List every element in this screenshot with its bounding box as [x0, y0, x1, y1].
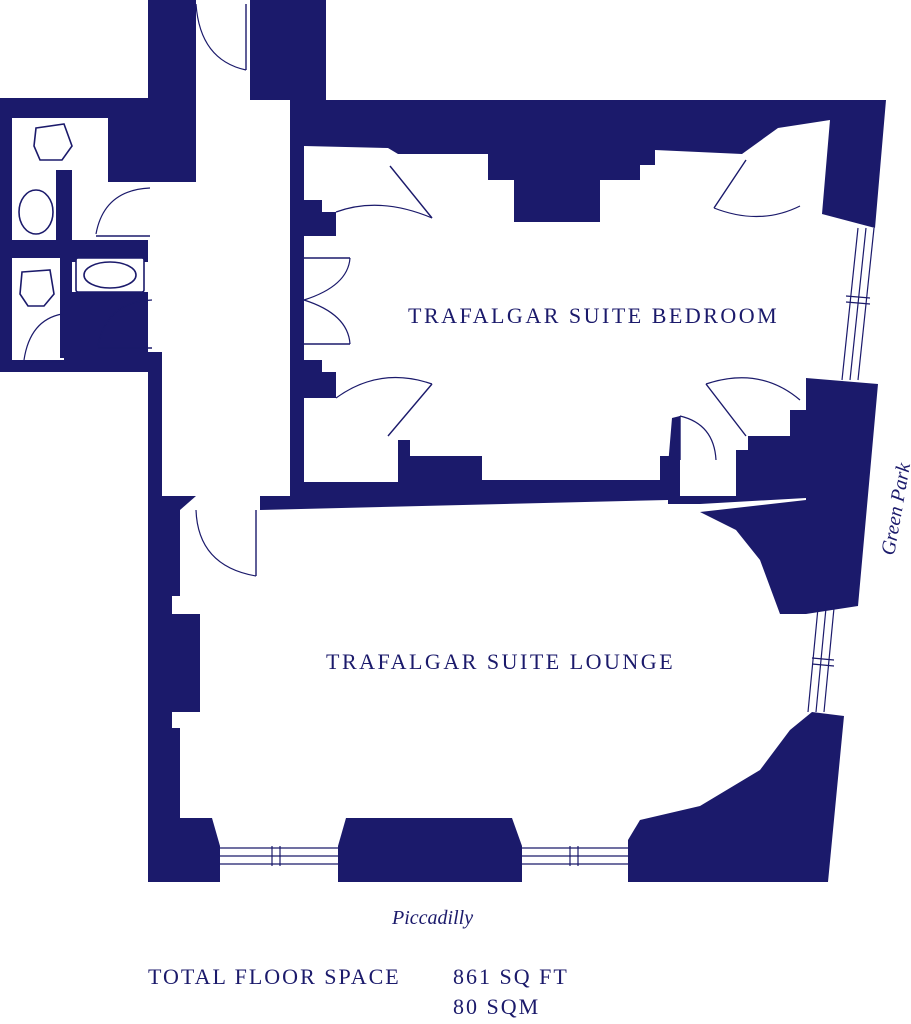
- washroom-divider: [56, 170, 72, 242]
- window-bedroom-mullion-2: [845, 301, 871, 305]
- right-pier-upper: [700, 378, 878, 614]
- washroom-top-wall: [108, 118, 148, 174]
- wardrobe-door-arc-tl: [335, 204, 433, 219]
- bedroom-left-bump-top: [304, 200, 336, 236]
- window-bedroom-2: [849, 227, 867, 381]
- right-pier-lower: [628, 712, 844, 882]
- bedroom-left-bump-bottom: [304, 360, 336, 398]
- wardrobe-door-leaf-bl: [387, 383, 433, 437]
- windows: [220, 227, 875, 866]
- wardrobe-door-arc-br: [705, 377, 801, 401]
- bedroom-bottom-wall: [260, 440, 672, 510]
- washroom-door-arc-1: [95, 187, 151, 235]
- bedroom-label: TRAFALGAR SUITE BEDROOM: [408, 303, 779, 328]
- window-lounge-right-mullion-2: [811, 663, 835, 667]
- bedroom-top-wall: [290, 100, 886, 228]
- corridor-right-wall: [290, 100, 304, 500]
- toilet-1: [33, 123, 73, 161]
- wardrobe-door-arc-bl: [335, 376, 433, 399]
- washroom-divider-lower: [60, 258, 72, 358]
- street-label-piccadilly: Piccadilly: [391, 907, 473, 929]
- lounge-bottom-pier: [338, 818, 522, 882]
- toilet-2: [19, 269, 55, 307]
- corridor-left-wall-mid: [148, 352, 162, 502]
- corridor-entry-door-arc: [195, 3, 247, 71]
- corridor-right-wall-top: [250, 0, 326, 100]
- window-lounge-right-mullion: [811, 657, 835, 661]
- bathtub-oval-1: [18, 189, 54, 235]
- wardrobe-door-leaf-tr: [713, 159, 747, 209]
- lounge-door-arc: [195, 509, 257, 577]
- bedroom-closet-walls: [668, 410, 806, 504]
- closet-door-arc: [679, 415, 717, 461]
- wardrobe-door-leaf-br: [705, 383, 747, 437]
- washroom-block: [0, 98, 162, 372]
- washroom-door-arc-3: [23, 313, 63, 361]
- bedroom-door-arc-upper: [303, 257, 351, 301]
- outer-walls: [148, 0, 886, 882]
- bathtub-oval-2: [83, 261, 137, 289]
- floor-space-label: TOTAL FLOOR SPACE: [148, 964, 401, 989]
- corridor-left-wall-top: [148, 0, 196, 182]
- floor-space-sqm: 80 SQM: [453, 994, 541, 1019]
- window-bedroom-mullion: [845, 295, 871, 299]
- lounge-label: TRAFALGAR SUITE LOUNGE: [326, 649, 675, 674]
- wardrobe-door-leaf-tl: [389, 165, 433, 219]
- street-label-green-park: Green Park: [877, 460, 911, 557]
- bedroom-door-arc-lower: [303, 299, 351, 345]
- window-lounge-right-2: [815, 607, 827, 713]
- wardrobe-door-arc-tr: [713, 205, 801, 218]
- window-bedroom-1: [841, 227, 859, 381]
- lounge-left-wall: [148, 496, 220, 882]
- doors: [195, 3, 801, 577]
- floor-space-sqft: 861 SQ FT: [453, 964, 569, 989]
- window-lounge-right-1: [807, 607, 819, 713]
- washroom-door-arc-2: [97, 299, 153, 347]
